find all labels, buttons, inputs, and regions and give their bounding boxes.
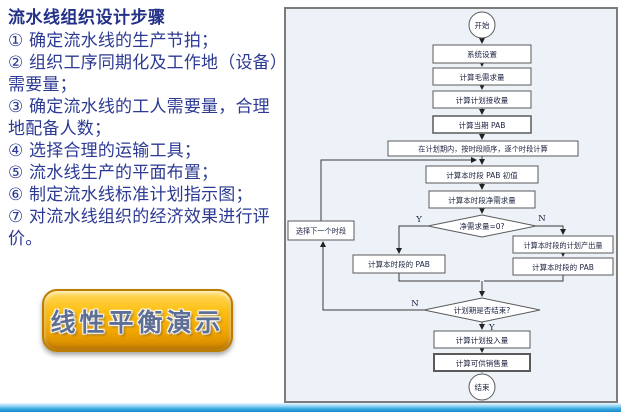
- start-label: 开始: [475, 20, 490, 30]
- step-item-5: ⑤ 流水线生产的平面布置；: [8, 163, 219, 183]
- flow-node-gross-requirement: 计算毛需求量: [432, 67, 532, 86]
- flow-decision-net-requirement: 净需求量=0? Y N: [415, 214, 546, 238]
- flow-node-current-pab: 计算当期 PAB: [432, 115, 532, 134]
- pab-initial-label: 计算本时段 PAB 初值: [446, 170, 518, 180]
- pab-right-label: 计算本时段的 PAB: [532, 262, 594, 272]
- bottom-divider-bar: [0, 403, 621, 412]
- flow-connectors: [320, 38, 566, 373]
- pab-left-label: 计算本时段的 PAB: [368, 259, 430, 269]
- flow-node-system-setup: 系统设置: [432, 44, 532, 64]
- flow-node-net-requirement: 计算本时段净需求量: [428, 190, 536, 209]
- line-balance-demo-button[interactable]: 线性平衡演示: [42, 289, 233, 352]
- planned-input-label: 计算计划投入量: [456, 335, 509, 345]
- planned-receipts-label: 计算计划接收量: [456, 95, 509, 105]
- net-req-decision-label: 净需求量=0?: [459, 221, 504, 231]
- flowchart-svg: 开始 系统设置 计算毛需求量 计算计划接收量 计算当期 PAB 在计划期内，按时…: [287, 11, 614, 401]
- flow-node-loop-header: 在计划期内，按时段顺序，逐个时段计算: [387, 140, 579, 157]
- end-label: 结束: [475, 382, 490, 392]
- step-item-1: ① 确定流水线的生产节拍；: [8, 31, 219, 51]
- decision1-no-label: N: [538, 214, 546, 224]
- flow-node-start: 开始: [468, 11, 496, 39]
- planned-output-label: 计算本时段的计划产出量: [523, 241, 602, 250]
- flow-node-select-next-period: 选择下一个时段: [287, 220, 355, 241]
- decision2-no-label: N: [411, 299, 419, 309]
- step-item-4: ④ 选择合理的运输工具；: [8, 141, 202, 161]
- available-to-sell-label: 计算可供销售量: [456, 358, 509, 368]
- decision2-yes-label: Y: [488, 323, 495, 333]
- period-end-decision-label: 计划期是否结束?: [454, 305, 510, 315]
- gross-requirement-label: 计算毛需求量: [460, 72, 505, 82]
- current-pab-label: 计算当期 PAB: [459, 120, 506, 130]
- flow-node-planned-input: 计算计划投入量: [433, 330, 531, 349]
- page-title: 流水线组织设计步骤: [8, 8, 166, 28]
- step-item-6: ⑥ 制定流水线标准计划指示图；: [8, 185, 253, 205]
- system-setup-label: 系统设置: [467, 49, 497, 59]
- flowchart-panel: 开始 系统设置 计算毛需求量 计算计划接收量 计算当期 PAB 在计划期内，按时…: [284, 7, 618, 403]
- flow-node-available-to-sell: 计算可供销售量: [433, 353, 531, 372]
- decision1-yes-label: Y: [415, 215, 422, 225]
- flow-node-pab-right: 计算本时段的 PAB: [512, 257, 614, 276]
- net-requirement-label: 计算本时段净需求量: [448, 195, 516, 205]
- step-item-2: ② 组织工序同期化及工作地（设备）需要量；: [8, 53, 279, 95]
- flow-node-end: 结束: [468, 373, 496, 401]
- flow-node-planned-output: 计算本时段的计划产出量: [512, 235, 614, 254]
- flow-node-pab-left: 计算本时段的 PAB: [352, 254, 446, 274]
- left-panel: 流水线组织设计步骤 ① 确定流水线的生产节拍； ② 组织工序同期化及工作地（设备…: [8, 6, 286, 250]
- loop-header-label: 在计划期内，按时段顺序，逐个时段计算: [418, 145, 547, 154]
- step-item-7: ⑦ 对流水线组织的经济效果进行评价。: [8, 207, 270, 249]
- flow-node-planned-receipts: 计算计划接收量: [432, 90, 532, 109]
- select-next-period-label: 选择下一个时段: [296, 227, 346, 236]
- step-item-3: ③ 确定流水线的工人需要量，合理地配备人数；: [8, 97, 270, 139]
- flow-node-pab-initial: 计算本时段 PAB 初值: [425, 165, 539, 184]
- flow-decision-period-end: 计划期是否结束? N Y: [411, 297, 541, 333]
- steps-list: ① 确定流水线的生产节拍； ② 组织工序同期化及工作地（设备）需要量； ③ 确定…: [8, 30, 286, 250]
